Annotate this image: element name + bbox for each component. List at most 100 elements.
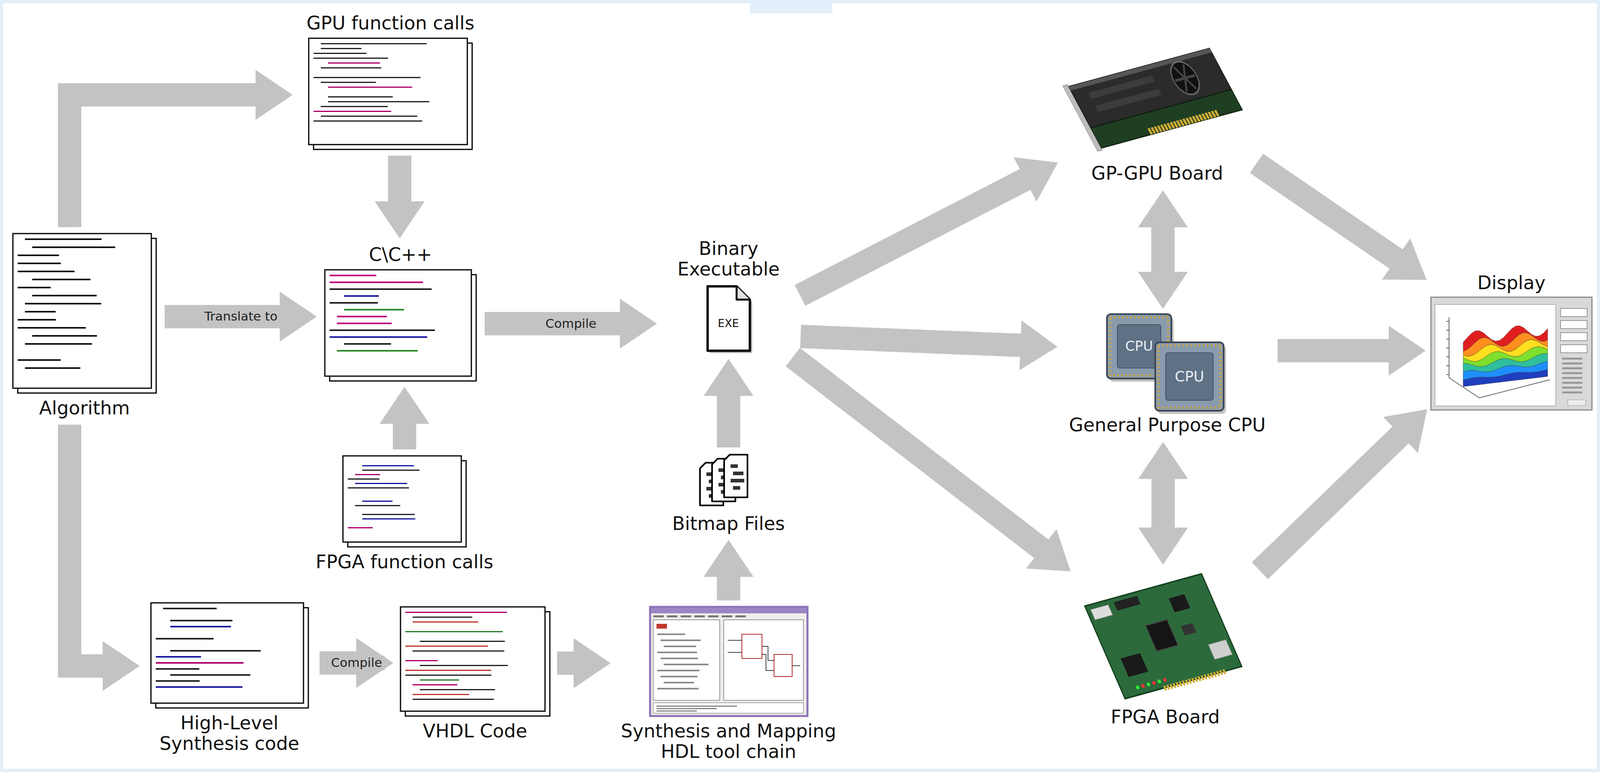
illustration — [649, 605, 809, 717]
fan-blade — [1175, 78, 1186, 81]
list-line — [657, 651, 698, 653]
node-caption: High-Level Synthesis code — [144, 711, 314, 754]
status-line — [656, 707, 717, 709]
status-bar — [653, 702, 804, 713]
code-line — [405, 630, 503, 632]
code-line — [155, 661, 244, 664]
flow-arrow — [1277, 338, 1390, 363]
bit-mark — [732, 485, 741, 490]
illustration-group — [1062, 46, 1244, 152]
gold-finger — [1163, 685, 1168, 691]
code-line — [17, 254, 60, 256]
code-line — [412, 698, 494, 700]
code-line — [329, 336, 428, 338]
node-caption: Synthesis and Mapping HDL tool chain — [615, 719, 842, 762]
flow-arrow — [1259, 434, 1401, 571]
list-line — [663, 663, 709, 665]
connector — [1090, 604, 1113, 620]
schematic-block — [774, 654, 793, 677]
code-line — [336, 349, 418, 352]
axis-tick — [1446, 373, 1450, 375]
flow-arrow — [1151, 227, 1175, 273]
chip-label: CPU — [1125, 338, 1153, 354]
surface-band — [1463, 325, 1548, 351]
node-icon — [649, 605, 809, 717]
node-box: Display — [1430, 271, 1592, 410]
node-icon: CPU CPU — [1102, 313, 1232, 411]
illustration-group — [1084, 573, 1243, 702]
status-line — [656, 710, 697, 712]
page-sheet — [342, 455, 462, 542]
gold-finger — [1175, 681, 1180, 688]
project-panel — [653, 619, 720, 700]
control — [1560, 344, 1588, 353]
code-line — [320, 47, 362, 50]
gold-finger — [1166, 684, 1171, 690]
file-icon — [707, 286, 750, 351]
code-line — [32, 334, 98, 337]
file-fold — [736, 286, 750, 300]
code-line — [313, 52, 367, 54]
flow-arrow — [484, 311, 621, 336]
code-line — [328, 96, 393, 98]
tab-patch — [749, 0, 833, 14]
flow-arrow — [69, 424, 104, 666]
icon-text: EXE — [717, 317, 740, 330]
flow-arrow — [800, 336, 1021, 346]
code-line — [320, 67, 382, 69]
node-caption: GPU function calls — [306, 12, 475, 35]
code-line — [17, 326, 86, 329]
illustration — [12, 232, 157, 394]
component — [1180, 622, 1197, 636]
chip-die — [1117, 324, 1161, 368]
page-sheet — [308, 38, 468, 145]
control-line — [1562, 381, 1583, 384]
code-line — [24, 367, 81, 369]
fan-blade — [1185, 75, 1196, 79]
code-line — [405, 674, 492, 676]
code-line — [355, 482, 407, 484]
code-line — [32, 294, 97, 297]
control-line — [1562, 391, 1583, 394]
code-line — [362, 469, 420, 471]
node-icon — [12, 232, 157, 394]
code-line — [419, 664, 508, 666]
node-box: FPGA Board — [1074, 569, 1256, 728]
fpga-board — [1084, 573, 1243, 702]
code-line — [155, 685, 243, 688]
code-line — [355, 504, 401, 506]
led — [1135, 684, 1140, 690]
title-bar — [650, 607, 807, 614]
code-line — [163, 607, 217, 610]
node-box: Binary ExecutableEXE — [662, 237, 795, 354]
flow-arrow — [792, 357, 1042, 550]
illustration — [307, 37, 473, 151]
code-line — [419, 679, 460, 681]
code-line — [320, 81, 376, 83]
code-line — [344, 295, 379, 297]
chip-label: CPU — [1174, 368, 1204, 385]
page-sheet — [150, 602, 304, 703]
memory-chip — [1168, 593, 1191, 612]
code-line — [313, 57, 389, 59]
code-line — [419, 640, 505, 642]
node-icon — [1080, 569, 1250, 703]
control — [1560, 320, 1588, 329]
node-icon — [342, 454, 467, 548]
node-icon: EXE — [703, 282, 754, 354]
illustration — [324, 268, 477, 382]
gold-finger — [1203, 674, 1208, 680]
app-window — [1430, 297, 1592, 410]
code-line — [344, 308, 405, 311]
chip-body — [1155, 342, 1224, 411]
gold-finger — [1216, 670, 1221, 676]
gold-finger — [1219, 669, 1224, 676]
code-line — [412, 693, 470, 695]
menu-item — [653, 615, 664, 618]
code-line — [313, 110, 392, 112]
code-line — [328, 62, 380, 64]
code-line — [329, 281, 424, 283]
list-line — [663, 645, 696, 647]
